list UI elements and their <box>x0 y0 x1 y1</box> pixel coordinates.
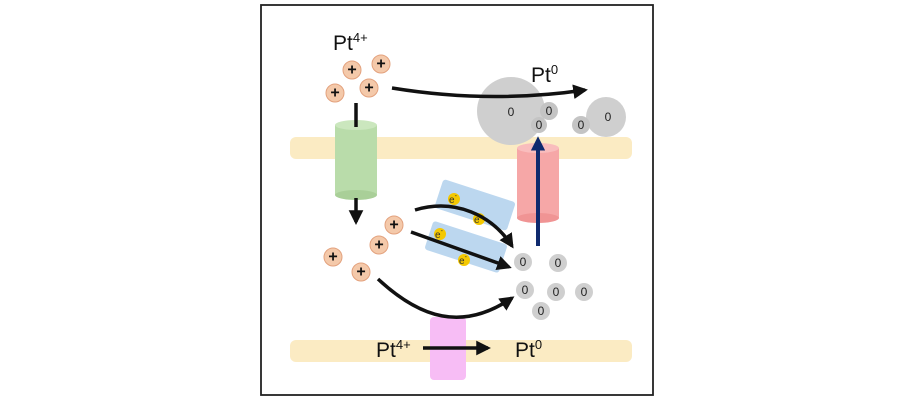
cation-ion <box>323 247 343 267</box>
atom-label: 0 <box>581 285 588 299</box>
cation-sign: + <box>347 62 356 79</box>
atom-label: 0 <box>553 285 560 299</box>
cation-ion <box>351 262 371 282</box>
cation-ion <box>342 60 362 80</box>
electron-label: e- <box>435 228 444 241</box>
cation-sign: + <box>376 56 385 73</box>
metal-atom <box>547 283 565 301</box>
electron-carrier-upper <box>435 179 515 231</box>
electron-group: e- e- e- e- <box>434 193 485 267</box>
cation-ion <box>369 235 389 255</box>
cation-sign: + <box>328 249 337 266</box>
metal-atom <box>575 283 593 301</box>
bottom-ion-label: Pt4+ <box>376 337 411 362</box>
metal-atom <box>516 281 534 299</box>
electron-label: e- <box>459 254 468 267</box>
top-ion-cluster: + + + + <box>325 54 391 103</box>
metal-atom <box>540 102 558 120</box>
cation-sign: + <box>330 85 339 102</box>
atom-label: 0 <box>555 256 562 270</box>
reduction-arrow-upper <box>414 204 514 249</box>
atom-label: 0 <box>578 118 585 132</box>
atom-label: 0 <box>546 104 553 118</box>
atom-label: 0 <box>522 283 529 297</box>
medium-metal-particle <box>586 97 626 137</box>
cation-sign: + <box>364 80 373 97</box>
top-atom-cluster: 0 0 0 0 0 <box>477 77 626 145</box>
reduction-arrow-lower <box>376 277 515 319</box>
electron <box>434 228 446 240</box>
atom-label: 0 <box>605 110 612 124</box>
metal-atom <box>531 117 547 133</box>
cation-sign: + <box>356 264 365 281</box>
atom-label: 0 <box>538 304 545 318</box>
cation-sign: + <box>374 237 383 254</box>
cation-sign: + <box>389 217 398 234</box>
reduction-arrow-middle <box>410 230 512 270</box>
electron-label: e- <box>449 193 458 206</box>
cation-ion <box>371 54 391 74</box>
cation-ion <box>359 78 379 98</box>
inner-ion-cluster: + + + + <box>323 215 404 282</box>
atom-label: 0 <box>520 255 527 269</box>
bottom-product-label: Pt0 <box>515 337 542 362</box>
inner-atom-cluster: 0 0 0 0 0 0 <box>514 253 593 320</box>
green-transport-channel <box>335 120 377 200</box>
top-product-label: Pt0 <box>531 62 558 87</box>
cation-ion <box>325 83 345 103</box>
metal-atom <box>572 116 590 134</box>
top-ion-label: Pt4+ <box>333 30 368 55</box>
metal-atom <box>514 253 532 271</box>
metal-atom <box>549 254 567 272</box>
electron <box>448 193 460 205</box>
atom-label: 0 <box>508 105 515 119</box>
metal-atom <box>532 302 550 320</box>
electron <box>458 254 470 266</box>
atom-label: 0 <box>536 118 543 132</box>
reduction-arrow-top <box>391 84 588 99</box>
cation-ion <box>384 215 404 235</box>
